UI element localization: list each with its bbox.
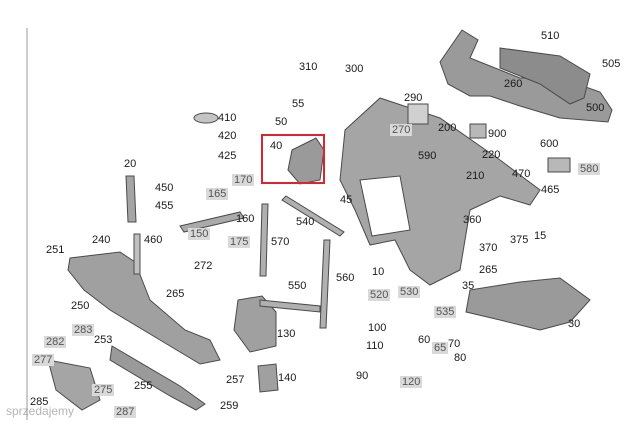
callout-540: 540 [296, 216, 315, 228]
part-560 [319, 239, 331, 329]
watermark-text: sprzedajemy [6, 404, 75, 418]
callout-250: 250 [71, 300, 90, 312]
callout-10: 10 [372, 266, 385, 278]
callout-257: 257 [226, 374, 245, 386]
callout-425: 425 [218, 150, 237, 162]
callout-50: 50 [275, 116, 288, 128]
callout-580: 580 [578, 163, 601, 175]
callout-282: 282 [44, 336, 67, 348]
part-550 [259, 299, 321, 313]
callout-15: 15 [534, 230, 547, 242]
callout-420: 420 [218, 130, 237, 142]
part-540 [281, 195, 345, 237]
part-410 [193, 112, 219, 124]
part-10 [339, 97, 541, 286]
highlight-box [261, 134, 325, 184]
callout-253: 253 [94, 334, 113, 346]
callout-285: 285 [30, 396, 49, 408]
callout-290: 290 [404, 92, 423, 104]
part-290 [407, 103, 429, 125]
callout-560: 560 [336, 272, 355, 284]
callout-240: 240 [92, 234, 111, 246]
callout-20: 20 [124, 158, 137, 170]
callout-900: 900 [488, 128, 507, 140]
callout-255: 255 [134, 380, 153, 392]
part-570 [259, 203, 269, 277]
callout-455: 455 [155, 200, 174, 212]
callout-80: 80 [454, 352, 467, 364]
callout-160: 160 [236, 213, 255, 225]
callout-140: 140 [278, 372, 297, 384]
part-10-inner [359, 175, 411, 237]
part-255 [109, 345, 206, 411]
callout-510: 510 [541, 30, 560, 42]
part-20 [125, 175, 137, 223]
callout-170: 170 [232, 174, 255, 186]
callout-570: 570 [271, 236, 290, 248]
callout-120: 120 [400, 376, 423, 388]
callout-35: 35 [462, 280, 475, 292]
callout-70: 70 [448, 338, 461, 350]
callout-277: 277 [32, 354, 55, 366]
callout-410: 410 [218, 112, 237, 124]
callout-550: 550 [288, 280, 307, 292]
callout-55: 55 [292, 98, 305, 110]
callout-150: 150 [188, 228, 211, 240]
part-30 [465, 277, 591, 331]
callout-300: 300 [345, 63, 364, 75]
callout-30: 30 [568, 318, 581, 330]
callout-270: 270 [390, 124, 413, 136]
callout-520: 520 [368, 289, 391, 301]
callout-590: 590 [418, 150, 437, 162]
part-275 [47, 359, 101, 411]
callout-130: 130 [277, 328, 296, 340]
callout-600: 600 [540, 138, 559, 150]
callout-265a: 265 [479, 264, 498, 276]
part-140 [257, 363, 279, 393]
callout-260: 260 [504, 78, 523, 90]
callout-375: 375 [510, 234, 529, 246]
part-150 [179, 211, 245, 233]
callout-251: 251 [46, 244, 65, 256]
callout-259: 259 [220, 400, 239, 412]
part-580 [547, 157, 571, 173]
callout-460: 460 [144, 234, 163, 246]
callout-200: 200 [438, 122, 457, 134]
callout-272: 272 [194, 260, 213, 272]
callout-265b: 265 [166, 288, 185, 300]
callout-275: 275 [92, 384, 115, 396]
part-500 [499, 47, 591, 105]
callout-65: 65 [432, 342, 449, 354]
part-130 [233, 295, 277, 353]
callout-110: 110 [366, 340, 384, 352]
callout-535: 535 [434, 306, 457, 318]
callout-45: 45 [340, 194, 353, 206]
callout-100: 100 [368, 322, 387, 334]
part-40 [287, 137, 325, 185]
callout-370: 370 [479, 242, 498, 254]
callout-220: 220 [482, 149, 501, 161]
callout-40: 40 [270, 140, 283, 152]
callout-505: 505 [602, 58, 621, 70]
callout-310: 310 [299, 61, 318, 73]
callout-500: 500 [586, 102, 605, 114]
part-900 [469, 123, 487, 139]
callout-360: 360 [463, 214, 482, 226]
callout-465: 465 [541, 184, 560, 196]
callout-283: 283 [72, 324, 95, 336]
callout-90: 90 [356, 370, 369, 382]
callout-287: 287 [114, 406, 137, 418]
callout-530: 530 [398, 286, 421, 298]
callout-450: 450 [155, 182, 174, 194]
callout-60: 60 [418, 334, 431, 346]
callout-165: 165 [206, 188, 229, 200]
callout-210: 210 [466, 170, 485, 182]
callout-175: 175 [228, 236, 251, 248]
callout-470: 470 [512, 168, 531, 180]
part-460 [133, 233, 141, 275]
